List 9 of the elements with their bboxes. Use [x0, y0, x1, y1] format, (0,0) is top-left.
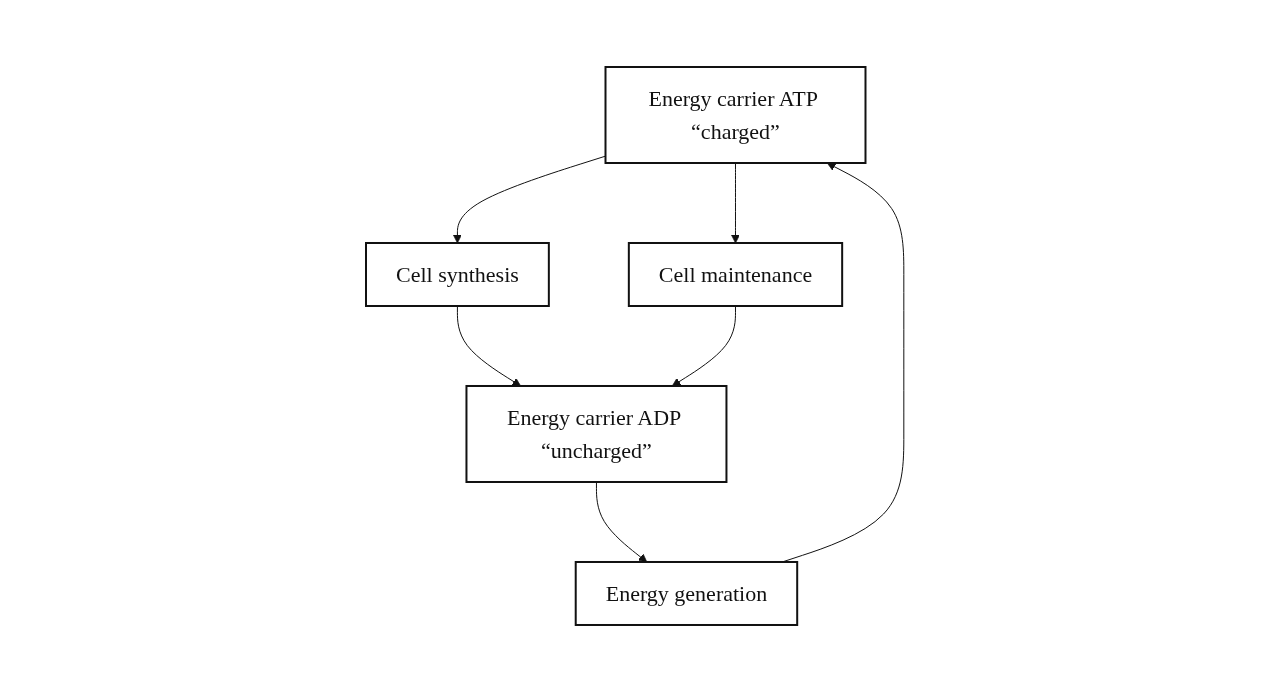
- arrow: [457, 305, 522, 386]
- node-box: Energy generation: [574, 560, 799, 626]
- arrow: [596, 481, 648, 562]
- arrow: [731, 162, 740, 243]
- node-box: Cell synthesis: [365, 241, 550, 307]
- arrow: [672, 305, 737, 386]
- node-box: Cell maintenance: [627, 241, 844, 307]
- node-box: Energy carrier ATP “charged”: [604, 65, 867, 164]
- node-box: Energy carrier ADP “uncharged”: [465, 384, 728, 483]
